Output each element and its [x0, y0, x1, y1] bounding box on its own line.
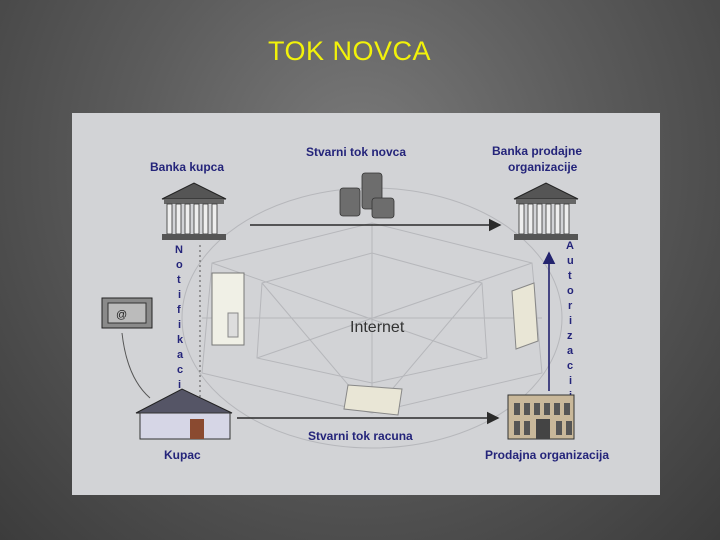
- svg-text:u: u: [567, 255, 574, 267]
- invoice-paper-icon: [343, 384, 403, 416]
- document-icon: [211, 272, 245, 346]
- paper-right-icon: [511, 282, 539, 350]
- svg-text:i: i: [569, 315, 572, 327]
- coins-icon: [339, 172, 395, 219]
- buyer-house-icon: [135, 388, 233, 440]
- money-flow-diagram: Banka kupca Banka prodajne organizacije …: [72, 113, 660, 495]
- svg-text:i: i: [178, 319, 181, 331]
- svg-text:a: a: [177, 349, 184, 361]
- internet-label: Internet: [350, 319, 405, 336]
- bank-buyer-label: Banka kupca: [150, 160, 224, 174]
- authorization-vertical-label: Au to ri za ci ja: [566, 240, 574, 417]
- seller-label: Prodajna organizacija: [485, 448, 609, 462]
- email-to-buyer-arrow: [121, 332, 151, 399]
- bank-seller-label-line1: Banka prodajne: [492, 144, 582, 158]
- svg-text:c: c: [177, 364, 183, 376]
- bank-buyer-icon: [161, 182, 227, 240]
- svg-text:t: t: [177, 274, 181, 286]
- svg-text:c: c: [567, 360, 573, 372]
- bank-seller-label-line2: organizacije: [508, 160, 578, 174]
- svg-text:i: i: [178, 289, 181, 301]
- svg-text:o: o: [567, 285, 574, 297]
- slide-title: TOK NOVCA: [268, 36, 432, 66]
- svg-text:k: k: [177, 334, 184, 346]
- svg-text:o: o: [176, 259, 183, 271]
- svg-text:i: i: [178, 379, 181, 391]
- svg-text:f: f: [177, 304, 181, 316]
- invoice-flow-label: Stvarni tok racuna: [308, 429, 413, 443]
- svg-text:i: i: [569, 375, 572, 387]
- svg-text:a: a: [567, 345, 574, 357]
- svg-text:z: z: [567, 330, 573, 342]
- svg-text:r: r: [568, 300, 573, 312]
- email-card-icon: @: [101, 297, 153, 329]
- svg-text:A: A: [566, 240, 574, 252]
- seller-building-icon: [507, 394, 575, 440]
- buyer-label: Kupac: [164, 448, 201, 462]
- svg-text:N: N: [175, 244, 183, 256]
- svg-text:t: t: [568, 270, 572, 282]
- svg-text:@: @: [116, 309, 127, 321]
- bank-seller-icon: [513, 182, 579, 240]
- money-flow-label: Stvarni tok novca: [306, 145, 406, 159]
